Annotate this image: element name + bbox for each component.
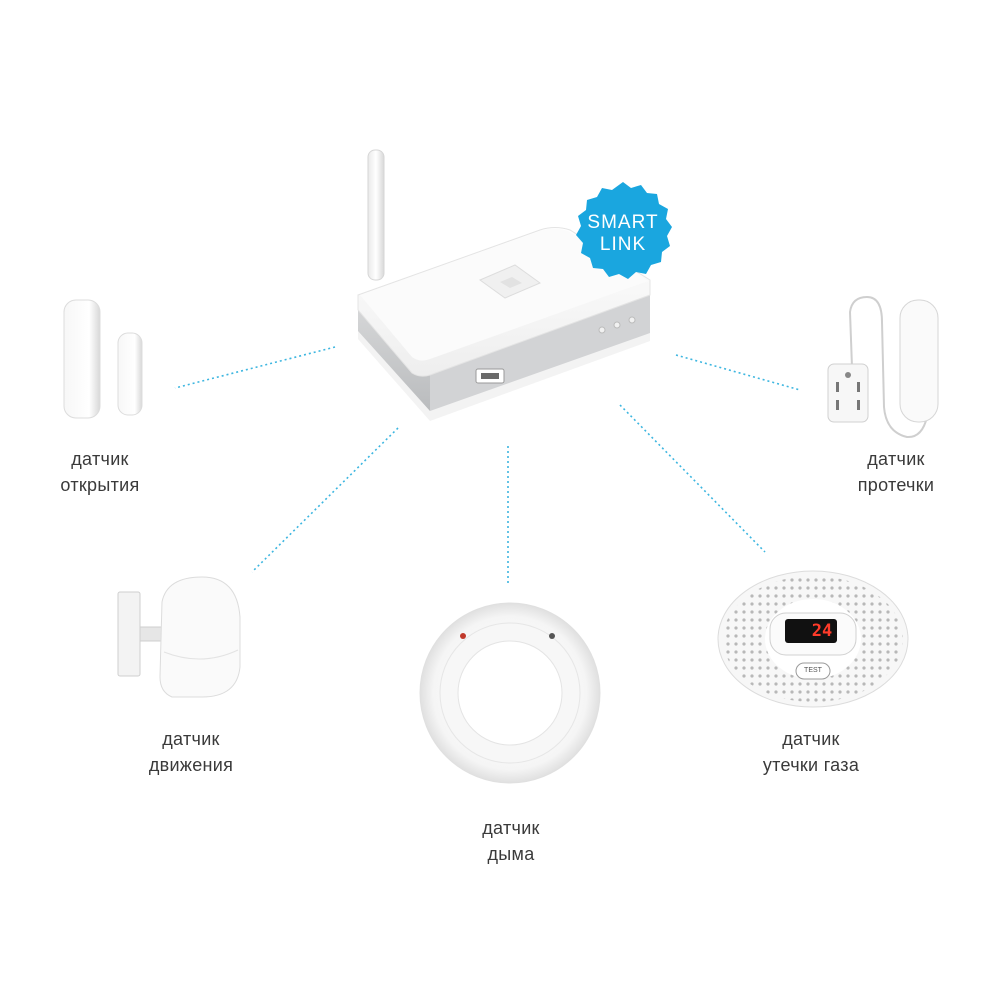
motion-sensor-label: датчик движения [91,726,291,778]
door-sensor-label-line2: открытия [60,475,140,495]
hub-router-image [357,149,651,421]
line-to-gas-sensor [619,404,766,553]
door-sensor-label-line1: датчик [71,449,129,469]
gas-test-button[interactable]: TEST [804,667,822,674]
badge-line1: SMART [587,212,658,233]
smoke-sensor-label-line2: дыма [487,844,535,864]
gas-sensor-label-line2: утечки газа [762,755,860,775]
gas-sensor-body [717,570,909,708]
gas-sensor-image: 24 TEST [716,568,910,710]
leak-sensor-label: датчик протечки [796,446,996,498]
motion-sensor-label-line2: движения [148,755,234,775]
door-sensor-image [63,299,143,419]
badge-line2: LINK [600,234,646,255]
leak-sensor-label-line2: протечки [857,475,935,495]
gas-sensor-label: датчик утечки газа [711,726,911,778]
door-sensor-label: датчик открытия [0,446,200,498]
smoke-sensor-label-line1: датчик [482,818,540,838]
smoke-sensor-image [419,602,601,784]
line-to-motion-sensor [251,427,399,573]
motion-sensor-label-line1: датчик [162,729,220,749]
motion-sensor-image [117,576,241,698]
smart-link-badge: SMART LINK [576,182,672,279]
smoke-sensor-label: датчик дыма [411,815,611,867]
leak-sensor-image [827,295,939,439]
gas-sensor-label-line1: датчик [782,729,840,749]
leak-sensor-label-line1: датчик [867,449,925,469]
gas-display: 24 [811,621,833,641]
badge-seal-shape [576,182,672,279]
line-to-door-sensor [174,346,336,389]
line-to-leak-sensor [675,354,801,391]
